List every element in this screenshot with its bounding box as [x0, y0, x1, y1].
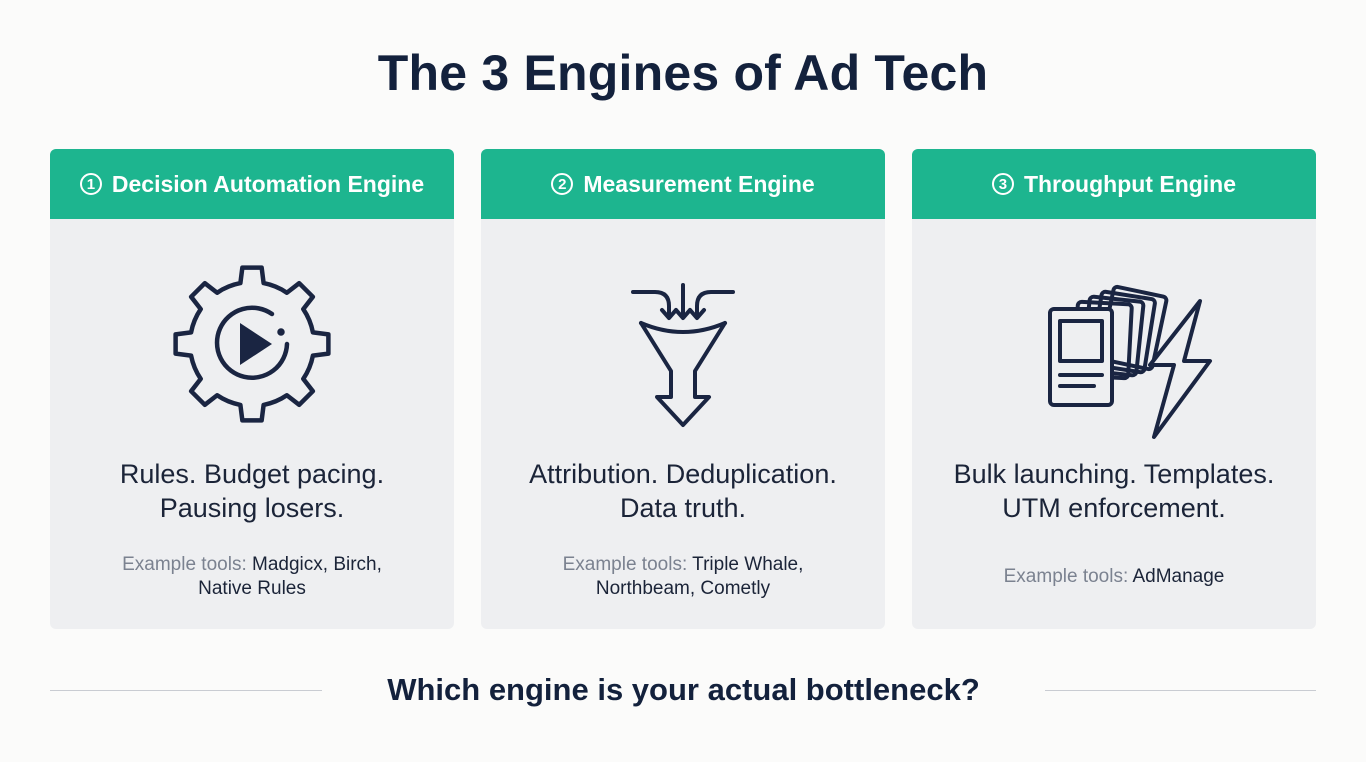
- stacked-cards-lightning-icon: [1048, 284, 1212, 439]
- engine-card-measurement: 2 Measurement Engine Attribution. Dedupl…: [481, 149, 885, 629]
- example-tools: Example tools: Madgicx, Birch, Native Ru…: [122, 554, 382, 599]
- example-tools: Example tools: Triple Whale, Northbeam, …: [562, 554, 804, 599]
- funnel-icon: [631, 283, 735, 427]
- number-badge: 2: [551, 173, 574, 195]
- engine-card-throughput: 3 Throughput Engine Bulk launching. Temp…: [912, 149, 1316, 629]
- engine-name: Throughput Engine: [1023, 170, 1237, 197]
- card-header: 1 Decision Automation Engine: [50, 149, 454, 219]
- engine-description: Attribution. Deduplication. Data truth.: [529, 459, 837, 523]
- example-tools: Example tools: AdManage: [1003, 566, 1225, 587]
- bottleneck-question: Which engine is your actual bottleneck?: [387, 672, 980, 707]
- engine-description: Bulk launching. Templates. UTM enforceme…: [953, 459, 1275, 523]
- card-header: 2 Measurement Engine: [481, 149, 885, 219]
- engine-card-decision-automation: 1 Decision Automation Engine Rules. Budg…: [50, 149, 454, 629]
- engine-name: Decision Automation Engine: [111, 170, 425, 197]
- number-badge: 3: [991, 173, 1014, 195]
- engine-name: Measurement Engine: [583, 170, 815, 197]
- divider-right: [1045, 690, 1316, 691]
- engine-description: Rules. Budget pacing. Pausing losers.: [119, 459, 385, 523]
- gear-play-icon: [173, 265, 331, 423]
- card-header: 3 Throughput Engine: [912, 149, 1316, 219]
- divider-left: [50, 690, 322, 691]
- number-badge: 1: [79, 173, 102, 195]
- page-title: The 3 Engines of Ad Tech: [377, 45, 989, 101]
